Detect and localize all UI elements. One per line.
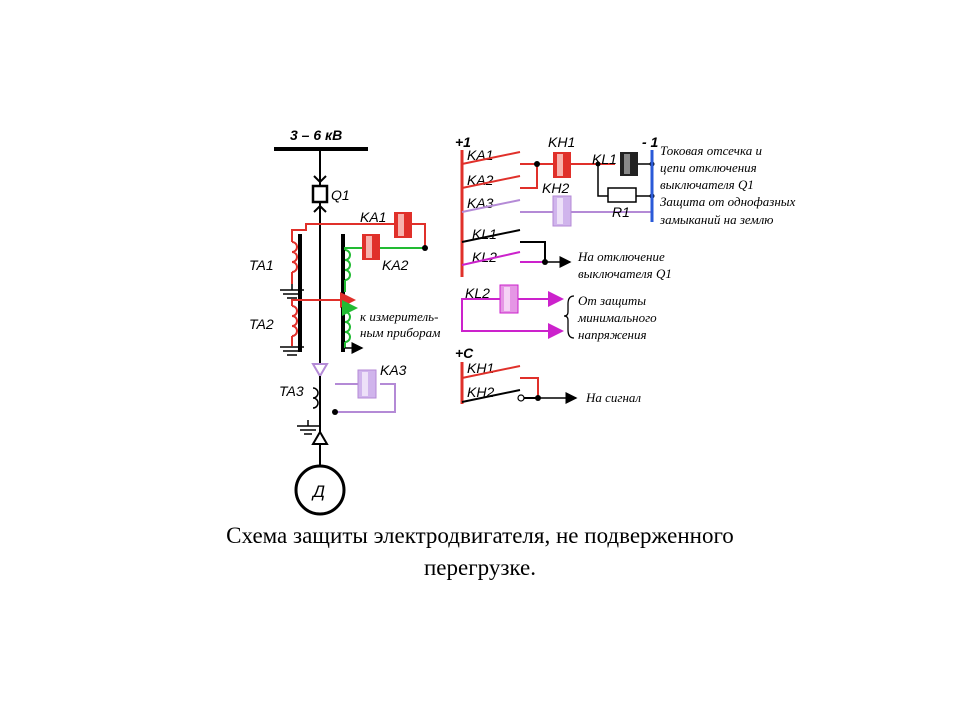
ka3-label: KA3 — [380, 362, 407, 378]
note-undervoltage-2: минимального — [577, 310, 657, 325]
r1-label: R1 — [612, 204, 630, 220]
zero-sequence-ct-icon — [311, 363, 329, 378]
current-transformer-icon — [291, 241, 298, 273]
ka-junction-node — [422, 245, 428, 251]
plusC-label: +C — [455, 345, 474, 361]
green-wire-ka2 — [344, 247, 425, 250]
minus1-label: - 1 — [642, 134, 659, 150]
caption-line-2: перегрузке. — [423, 555, 536, 580]
plus1-label: +1 — [455, 134, 471, 150]
ta1-label: TA1 — [249, 257, 274, 273]
note-current-cutoff-2: цепи отключения — [660, 160, 757, 175]
ka2-contact-out — [520, 164, 538, 189]
ground-icon — [280, 284, 304, 299]
kh2-sig-stop — [517, 394, 525, 402]
note-undervoltage-1: От защиты — [578, 293, 646, 308]
kl1-coil-highlight — [624, 154, 630, 174]
ka1-contact — [461, 151, 521, 165]
resistor-r1-icon — [607, 187, 637, 203]
circuit-breaker-icon — [311, 184, 329, 204]
ka2-coil-highlight — [366, 236, 372, 258]
undervoltage-brace — [563, 295, 575, 339]
ta2-label: TA2 — [249, 316, 274, 332]
kh1-sig-out — [520, 377, 539, 398]
measure-note-line1: к измеритель- — [360, 309, 438, 324]
note-trip-2: выключателя Q1 — [578, 266, 672, 281]
ka2-label: KA2 — [382, 257, 409, 273]
ta2-winding — [291, 305, 298, 337]
cable-termination-icon — [311, 430, 329, 445]
note-current-cutoff-3: выключателя Q1 — [660, 177, 754, 192]
ka1-label: KA1 — [360, 209, 386, 225]
ka1-coil-highlight — [398, 214, 404, 236]
ka3-contact — [461, 199, 521, 213]
ta3-label: TA3 — [279, 383, 304, 399]
kh2-coil-inner — [557, 198, 563, 224]
kl1-coil-wire — [597, 164, 608, 197]
disconnector-bottom-icon — [313, 204, 327, 213]
kh1-coil-highlight — [557, 154, 563, 176]
kl2-coil-inner — [504, 287, 510, 311]
ta2-ground-icon — [280, 346, 304, 356]
ta2-green-wire — [342, 300, 358, 316]
power-circuit: 3 – 6 кВ Q1 TA1 KA1 — [249, 127, 440, 516]
diagram-caption: Схема защиты электродвигателя, не подвер… — [0, 520, 960, 584]
kh2-coil-label: KH2 — [542, 180, 569, 196]
bus-voltage-label: 3 – 6 кВ — [290, 127, 342, 143]
measure-note-line2: ным приборам — [360, 325, 440, 340]
kl2-contact — [461, 251, 521, 266]
ka2-contact — [461, 175, 521, 189]
note-undervoltage-3: напряжения — [578, 327, 647, 342]
motor-icon — [294, 464, 346, 516]
note-signal: На сигнал — [585, 390, 641, 405]
control-circuit: +1 KA1 KA2 KH1 KA3 KH2 KL1 R1 — [455, 134, 796, 405]
kh1-coil-label: KH1 — [548, 134, 575, 150]
kh2-sig-contact — [461, 389, 521, 403]
ta3-ground-icon — [297, 420, 319, 435]
ta2-green-winding — [344, 311, 351, 343]
ka3-coil-inner — [362, 372, 368, 396]
ta2-red-wire — [291, 292, 356, 308]
note-ground-fault-2: замыканий на землю — [659, 212, 773, 227]
breaker-label: Q1 — [331, 187, 350, 203]
ta1-red-wire-top — [291, 223, 426, 248]
caption-line-1: Схема защиты электродвигателя, не подвер… — [226, 523, 734, 548]
ta3-lilac-wire — [335, 383, 396, 413]
ctrl-ka2-label: KA2 — [467, 172, 494, 188]
note-trip-1: На отключение — [577, 249, 665, 264]
kl1-contact-out — [520, 241, 546, 262]
kh1-sig-contact — [461, 365, 521, 379]
kl1-contact — [461, 229, 521, 243]
ka-contact-node — [534, 161, 540, 167]
ta3-winding — [312, 387, 319, 409]
note-ground-fault-1: Защита от однофазных — [660, 194, 796, 209]
disconnector-top-icon — [313, 175, 327, 184]
green-ct-winding — [344, 249, 351, 281]
kl2-coil-label: KL2 — [465, 285, 490, 301]
ta3-node — [332, 409, 338, 415]
motor-label: Д — [311, 482, 325, 501]
note-current-cutoff-1: Токовая отсечка и — [660, 143, 762, 158]
